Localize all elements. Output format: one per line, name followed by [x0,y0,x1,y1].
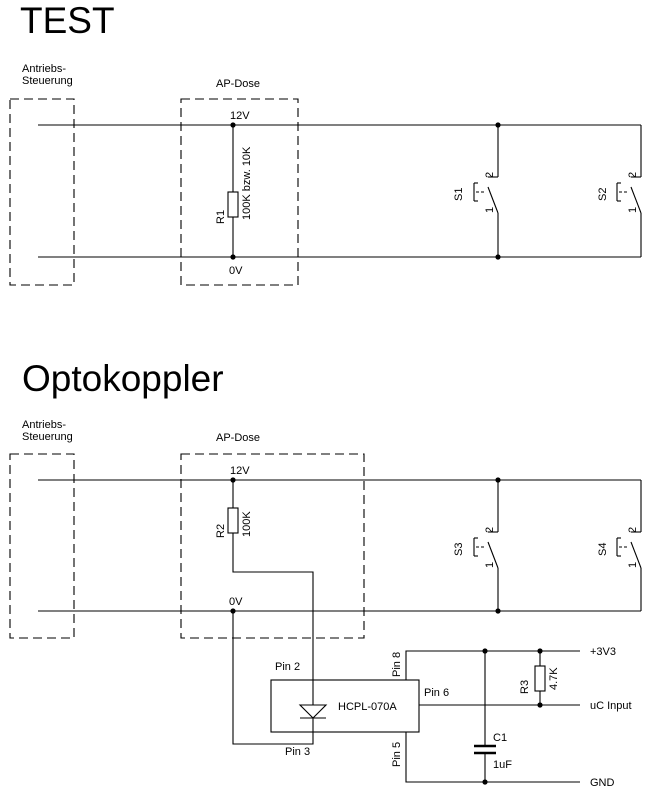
switch-s1 [473,122,501,260]
controller-label-line1-2: Antriebs- [22,419,66,431]
rail-0v-label: 0V [229,265,243,277]
s4-pin2: 2 [627,527,639,533]
resistor-r2 [227,477,314,680]
net-uc-input-label: uC Input [590,700,632,712]
c1-value: 1uF [493,759,512,771]
net-gnd-label: GND [590,777,615,789]
rail-12v-label-2: 12V [230,465,250,477]
opto-pin5-label: Pin 5 [391,742,403,767]
s1-ref: S1 [453,188,465,201]
switch-s2 [616,125,642,257]
ap-dose-box [180,98,299,286]
switch-s3 [473,477,501,614]
s4-pin1: 1 [627,562,639,568]
s3-pin1: 1 [484,562,496,568]
s2-ref: S2 [597,188,609,201]
opto-pin6-label: Pin 6 [424,687,449,699]
test-title: TEST [20,0,115,41]
r3-value: 4.7K [548,667,560,690]
switch-s4 [616,480,642,611]
s1-pin1: 1 [484,207,496,213]
resistor-r1 [227,122,239,260]
ap-dose-label: AP-Dose [216,78,260,90]
s1-pin2: 2 [484,172,496,178]
controller-label-line2: Steuerung [22,75,73,87]
controller-label-line1: Antriebs- [22,63,66,75]
net-3v3-label: +3V3 [590,646,616,658]
net-uc-input [419,702,580,708]
opto-pin8-label: Pin 8 [391,652,403,677]
rail-0v-label-2: 0V [229,596,243,608]
r1-value: 100K bzw. 10K [241,146,253,220]
controller-box [9,98,75,286]
s2-pin1: 1 [627,207,639,213]
optokoppler-title: Optokoppler [22,358,224,399]
opto-part-number: HCPL-070A [338,701,397,713]
s4-ref: S4 [597,543,609,556]
s2-pin2: 2 [627,172,639,178]
r2-value: 100K [241,511,253,537]
controller-box-2 [9,453,75,639]
opto-pin3-label: Pin 3 [285,746,310,758]
resistor-r3 [534,651,546,705]
capacitor-c1 [474,651,496,782]
optocoupler-hcpl070a [270,679,420,733]
s3-pin2: 2 [484,527,496,533]
ap-dose-label-2: AP-Dose [216,432,260,444]
rail-12v-label: 12V [230,110,250,122]
r1-ref: R1 [215,210,227,224]
ap-dose-box-2 [180,453,365,639]
controller-label-line2-2: Steuerung [22,431,73,443]
r3-ref: R3 [519,680,531,694]
wire-0v-to-pin3 [230,608,314,745]
c1-ref: C1 [493,732,507,744]
s3-ref: S3 [453,543,465,556]
r2-ref: R2 [215,524,227,538]
opto-pin2-label: Pin 2 [275,661,300,673]
